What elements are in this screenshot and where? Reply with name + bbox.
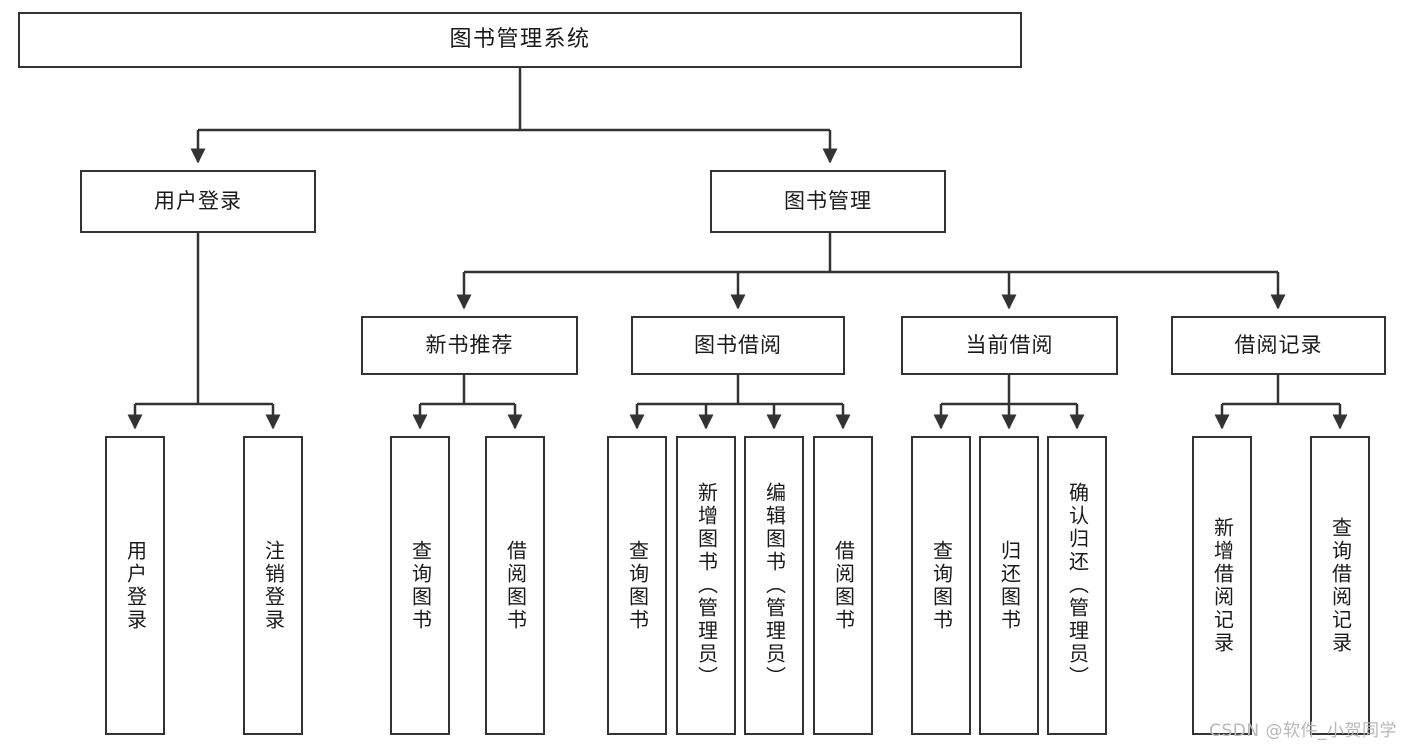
node-leaf-query-book-3-label: 查询图书 — [929, 539, 954, 632]
node-leaf-query-book-3[interactable]: 查询图书 — [911, 436, 971, 735]
node-user-login[interactable]: 用户登录 — [80, 170, 316, 233]
node-leaf-query-book-1[interactable]: 查询图书 — [390, 436, 450, 735]
node-user-login-label: 用户登录 — [154, 188, 242, 213]
node-book-borrow-label: 图书借阅 — [694, 332, 782, 357]
node-leaf-user-login[interactable]: 用户登录 — [105, 436, 165, 735]
node-leaf-borrow-book-1-label: 借阅图书 — [503, 539, 528, 632]
node-leaf-confirm-return[interactable]: 确认归还（管理员） — [1047, 436, 1107, 735]
node-leaf-edit-book-label: 编辑图书（管理员） — [762, 482, 787, 689]
node-leaf-query-record[interactable]: 查询借阅记录 — [1310, 436, 1370, 735]
node-leaf-return-book-label: 归还图书 — [997, 539, 1022, 632]
node-borrow-record[interactable]: 借阅记录 — [1171, 316, 1386, 375]
node-book-manage-label: 图书管理 — [784, 188, 872, 213]
node-root[interactable]: 图书管理系统 — [18, 12, 1022, 68]
node-leaf-logout-login-label: 注销登录 — [261, 539, 286, 632]
node-leaf-return-book[interactable]: 归还图书 — [979, 436, 1039, 735]
node-leaf-user-login-label: 用户登录 — [123, 539, 148, 632]
node-book-manage[interactable]: 图书管理 — [710, 170, 946, 233]
node-current-borrow[interactable]: 当前借阅 — [901, 316, 1118, 375]
node-leaf-borrow-book-2[interactable]: 借阅图书 — [813, 436, 873, 735]
node-leaf-add-book-label: 新增图书（管理员） — [694, 482, 719, 689]
node-leaf-add-record[interactable]: 新增借阅记录 — [1192, 436, 1252, 735]
node-new-book-recommend-label: 新书推荐 — [425, 332, 514, 357]
node-current-borrow-label: 当前借阅 — [965, 332, 1054, 357]
node-leaf-logout-login[interactable]: 注销登录 — [243, 436, 303, 735]
node-leaf-borrow-book-1[interactable]: 借阅图书 — [485, 436, 545, 735]
node-leaf-confirm-return-label: 确认归还（管理员） — [1065, 482, 1090, 689]
node-leaf-query-book-2-label: 查询图书 — [625, 539, 650, 632]
node-leaf-borrow-book-2-label: 借阅图书 — [831, 539, 856, 632]
node-leaf-query-record-label: 查询借阅记录 — [1328, 516, 1353, 655]
node-book-borrow[interactable]: 图书借阅 — [631, 316, 845, 375]
watermark: CSDN @软件_小贺同学 — [1209, 721, 1397, 741]
node-leaf-edit-book[interactable]: 编辑图书（管理员） — [744, 436, 804, 735]
node-borrow-record-label: 借阅记录 — [1234, 332, 1323, 357]
node-leaf-add-record-label: 新增借阅记录 — [1210, 516, 1235, 655]
node-leaf-query-book-2[interactable]: 查询图书 — [607, 436, 667, 735]
node-leaf-add-book[interactable]: 新增图书（管理员） — [676, 436, 736, 735]
node-leaf-query-book-1-label: 查询图书 — [408, 539, 433, 632]
node-new-book-recommend[interactable]: 新书推荐 — [361, 316, 578, 375]
node-root-label: 图书管理系统 — [449, 26, 591, 52]
